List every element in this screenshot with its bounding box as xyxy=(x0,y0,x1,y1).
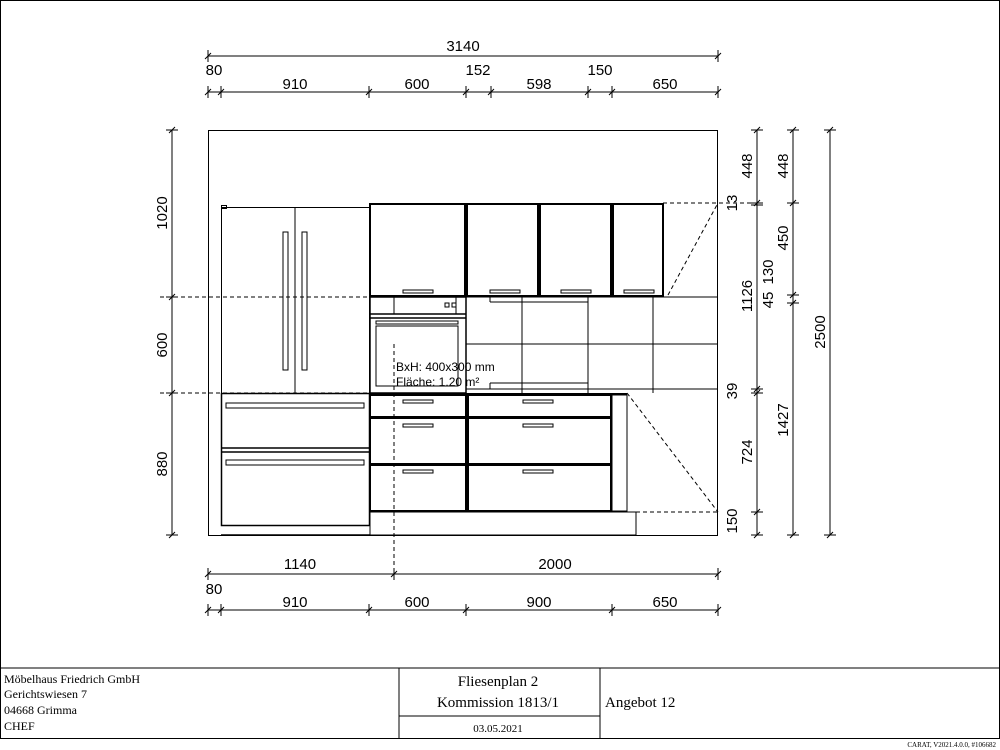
oven xyxy=(369,296,467,394)
right-dimensions-col1 xyxy=(751,126,763,539)
dim-bottom-650: 650 xyxy=(652,594,677,611)
left-dimensions xyxy=(166,126,178,539)
dim-top-150: 150 xyxy=(587,62,612,79)
dim-bottom-1140: 1140 xyxy=(284,556,316,573)
right-dimensions-col3 xyxy=(824,126,836,539)
base-left-drawers xyxy=(220,392,371,536)
dim-top-598: 598 xyxy=(526,76,551,93)
dim-top-600: 600 xyxy=(404,76,429,93)
dashed-reference-lines xyxy=(160,202,760,578)
dim-top-650: 650 xyxy=(652,76,677,93)
dim-top-910: 910 xyxy=(282,76,307,93)
dim-top-152: 152 xyxy=(465,62,490,79)
dim-left-1020: 1020 xyxy=(154,196,171,229)
company-user: CHEF xyxy=(4,719,35,733)
dim-right2-1427: 1427 xyxy=(775,403,792,436)
right-dimensions-col2 xyxy=(787,126,799,539)
dim-left-880: 880 xyxy=(154,451,171,476)
company-name: Möbelhaus Friedrich GmbH xyxy=(4,672,140,686)
dim-right2-45: 45 xyxy=(760,292,777,309)
dim-bottom-910: 910 xyxy=(282,594,307,611)
base-cabinets xyxy=(369,393,637,536)
dim-right-448a: 448 xyxy=(739,153,756,178)
dim-right2-450: 450 xyxy=(775,225,792,250)
dim-top-total: 3140 xyxy=(446,38,479,55)
plan-date: 03.05.2021 xyxy=(473,723,523,735)
dim-right-150: 150 xyxy=(724,508,741,533)
dim-right-724: 724 xyxy=(739,439,756,464)
dim-right3-2500: 2500 xyxy=(812,315,829,348)
company-city: 04668 Grimma xyxy=(4,703,78,717)
dim-right2-130: 130 xyxy=(760,259,777,284)
top-dimensions xyxy=(204,50,722,98)
fridge xyxy=(221,205,370,394)
dim-right2-448: 448 xyxy=(775,153,792,178)
wall-cabinets xyxy=(369,203,664,297)
dim-left-600: 600 xyxy=(154,332,171,357)
dim-bottom-600: 600 xyxy=(404,594,429,611)
dim-right-13: 13 xyxy=(724,195,741,212)
company-street: Gerichtswiesen 7 xyxy=(4,687,87,701)
dim-bottom-80: 80 xyxy=(206,581,223,598)
dim-top-80: 80 xyxy=(206,62,223,79)
bottom-dimensions xyxy=(204,568,722,616)
tile-grid xyxy=(466,296,718,393)
dim-right-1126: 1126 xyxy=(739,280,756,312)
commission-label: Kommission 1813/1 xyxy=(437,695,559,711)
dim-right-39: 39 xyxy=(724,383,741,400)
title-block xyxy=(0,667,1000,738)
tile-size-label: BxH: 400x300 mm xyxy=(396,360,495,374)
dim-bottom-900: 900 xyxy=(526,594,551,611)
offer-label: Angebot 12 xyxy=(605,695,675,711)
software-version: CARAT, V2021.4.0.0, #106682 xyxy=(907,741,996,749)
wall-outline xyxy=(208,130,718,536)
dim-bottom-2000: 2000 xyxy=(538,556,571,573)
plan-title: Fliesenplan 2 xyxy=(458,674,538,690)
tile-area-label: Fläche: 1.20 m² xyxy=(396,375,479,389)
